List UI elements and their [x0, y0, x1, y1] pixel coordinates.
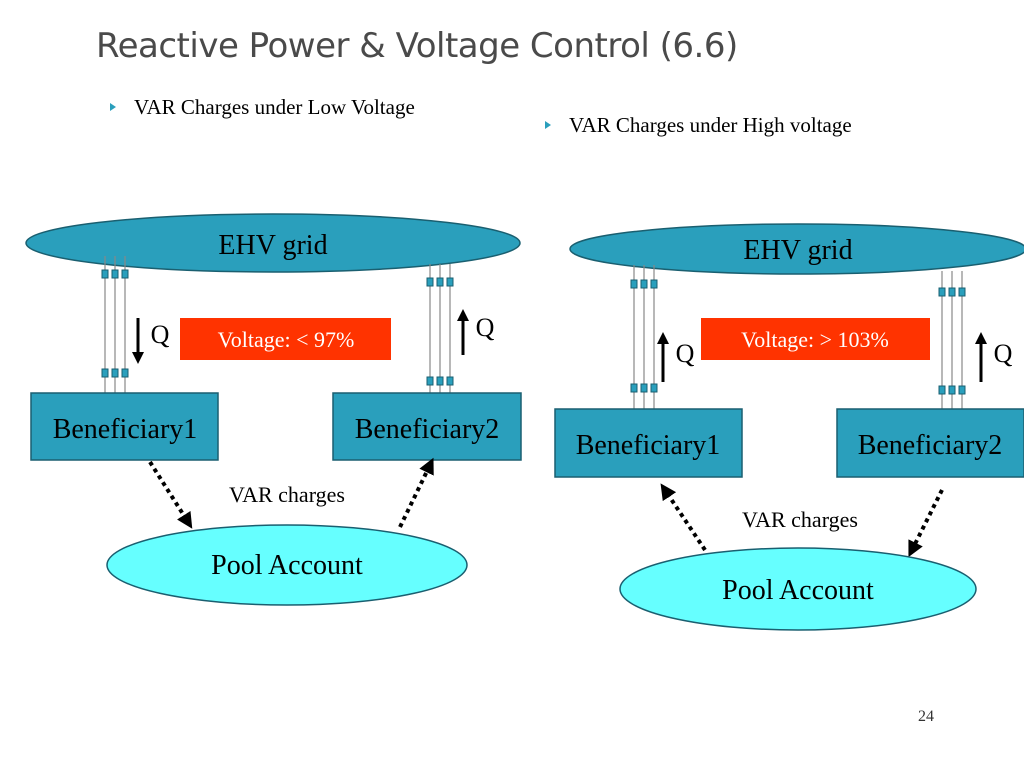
right-var-charges-label: VAR charges	[742, 507, 858, 532]
right-pool-account	[619, 547, 977, 631]
left-pool-account-label: Pool Account	[211, 550, 363, 581]
left-beneficiary2-box	[332, 392, 522, 461]
left-voltage-box	[180, 318, 391, 360]
bullet-left-text: VAR Charges under Low Voltage	[134, 95, 415, 119]
slide-title: Reactive Power & Voltage Control (6.6)	[96, 26, 738, 66]
right-q2-label: Q	[994, 339, 1013, 368]
right-dotted-arrow-to-beneficiary1	[660, 483, 707, 552]
right-beneficiary2-box	[836, 408, 1024, 478]
right-pool-account-label: Pool Account	[722, 575, 874, 606]
left-ehv-grid-label: EHV grid	[218, 230, 327, 261]
bullet-left: VAR Charges under Low Voltage	[110, 95, 415, 120]
left-q2-label: Q	[476, 313, 495, 342]
right-dotted-arrow-to-pool	[908, 489, 944, 558]
right-beneficiary1-label: Beneficiary1	[576, 430, 721, 461]
left-beneficiary1-label: Beneficiary1	[53, 414, 198, 445]
right-voltage-label: Voltage: > 103%	[741, 327, 889, 352]
right-feeder-1-insulators	[630, 279, 658, 393]
right-beneficiary1-box	[554, 408, 743, 478]
left-q1-label: Q	[151, 320, 170, 349]
bullet-arrow-icon	[110, 103, 116, 112]
right-diagram: EHV grid	[554, 223, 1024, 631]
right-q1-label: Q	[676, 339, 695, 368]
left-dotted-arrow-to-beneficiary2	[398, 457, 434, 528]
right-voltage-box	[701, 318, 930, 360]
left-beneficiary2-label: Beneficiary2	[355, 414, 500, 445]
right-ehv-grid-label: EHV grid	[743, 235, 852, 266]
left-dotted-arrow-to-pool	[148, 460, 193, 529]
left-pool-account	[106, 524, 468, 606]
right-ehv-grid	[569, 223, 1024, 275]
bullet-arrow-icon	[545, 121, 551, 130]
left-voltage-label: Voltage: < 97%	[218, 327, 355, 352]
bullet-right: VAR Charges under High voltage	[545, 113, 852, 138]
left-feeder-2-insulators	[426, 277, 454, 386]
left-feeder-1-insulators	[101, 269, 129, 378]
right-beneficiary2-label: Beneficiary2	[858, 430, 1003, 461]
page-number: 24	[918, 708, 934, 725]
left-var-charges-label: VAR charges	[229, 482, 345, 507]
bullet-right-text: VAR Charges under High voltage	[569, 113, 852, 137]
left-diagram: EHV grid	[25, 213, 522, 606]
left-beneficiary1-box	[30, 392, 219, 461]
right-feeder-2-insulators	[938, 287, 966, 395]
left-ehv-grid	[25, 213, 521, 273]
